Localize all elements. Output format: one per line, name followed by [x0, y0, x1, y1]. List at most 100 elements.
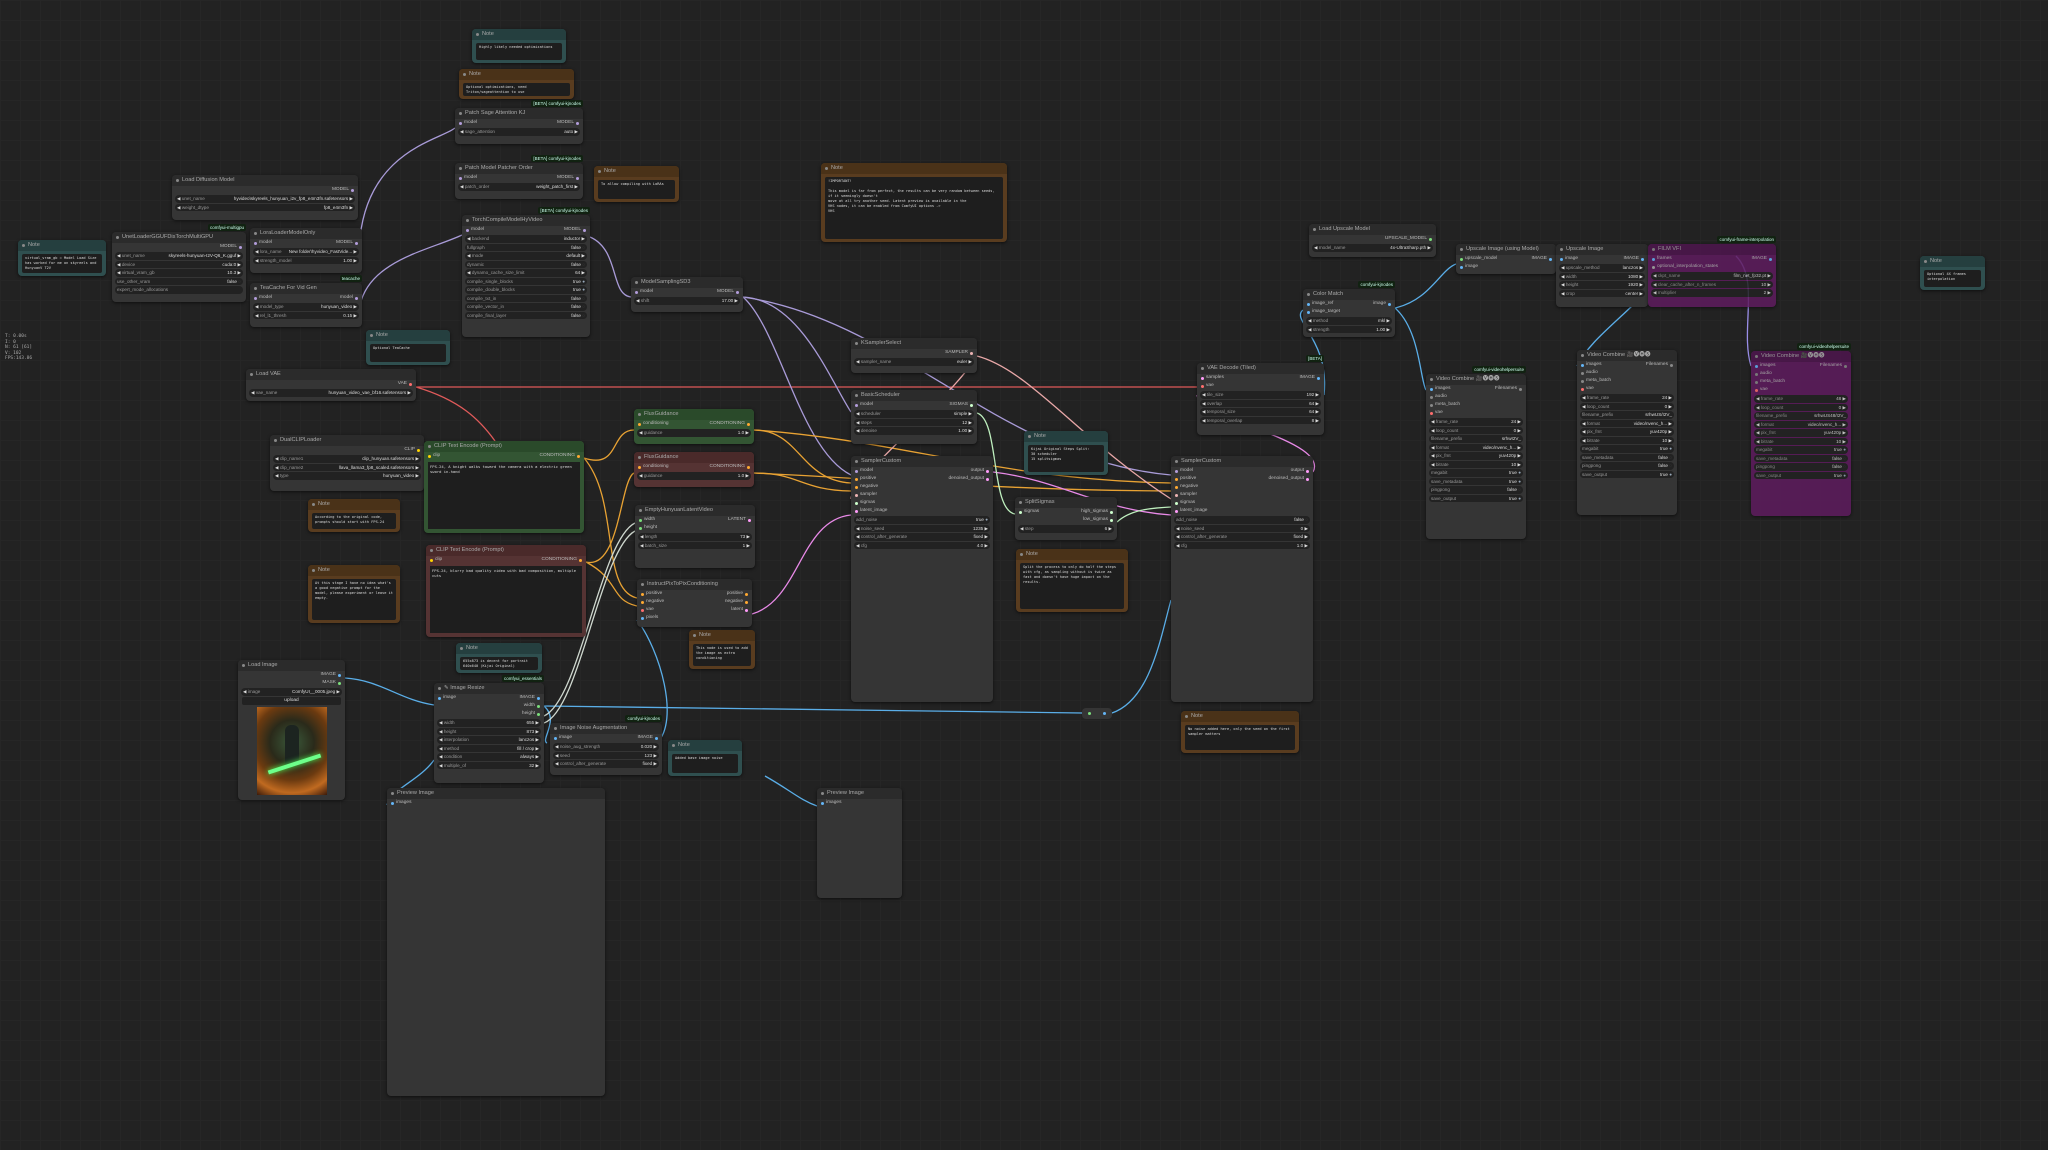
toggle-icon[interactable]: ● [1841, 472, 1846, 478]
note-node[interactable]: Note!IMPORTANT! This model is far from p… [821, 163, 1007, 242]
toggle-icon[interactable]: ○ [580, 295, 585, 301]
node-title[interactable]: Image Noise Augmentation [550, 723, 662, 734]
widget-expert-mode-allocations[interactable]: expert_mode_allocations [115, 286, 243, 294]
input-slot[interactable]: images [821, 799, 841, 807]
decrement-arrow-icon[interactable]: ◀ [117, 270, 122, 275]
output-slot[interactable]: MASK [321, 679, 341, 687]
note-text[interactable]: According to the original code, prompts … [312, 513, 396, 529]
output-slot[interactable]: CONDITIONING [540, 452, 580, 460]
output-dot[interactable] [355, 296, 358, 300]
increment-arrow-icon[interactable]: ▶ [580, 270, 585, 275]
node-title[interactable]: DualCLIPLoader [270, 435, 424, 446]
input-dot[interactable] [1430, 403, 1433, 407]
input-slot[interactable]: vae [641, 606, 664, 614]
decrement-arrow-icon[interactable]: ◀ [555, 752, 560, 758]
input-slot[interactable]: conditioning [638, 463, 669, 471]
decrement-arrow-icon[interactable]: ◀ [1653, 281, 1658, 287]
note-text[interactable]: Kijai Original Steps Split: 30 scheduler… [1028, 445, 1104, 472]
input-dot[interactable] [855, 477, 858, 481]
output-slot[interactable]: model [340, 294, 358, 302]
node-title[interactable]: Load VAE [246, 369, 416, 380]
node-title[interactable]: Video Combine 🎥🅥🅗🅢 [1751, 351, 1851, 362]
input-dot[interactable] [1201, 384, 1204, 388]
output-slot[interactable]: IMAGE [321, 671, 341, 679]
node-title[interactable]: Patch Model Patcher Order [455, 163, 583, 174]
decrement-arrow-icon[interactable]: ◀ [460, 184, 465, 189]
node-title[interactable]: Note [594, 166, 679, 177]
input-dot[interactable] [855, 501, 858, 505]
increment-arrow-icon[interactable]: ▶ [1107, 526, 1112, 531]
toggle-icon[interactable]: ● [580, 287, 585, 292]
toggle-icon[interactable]: ○ [1841, 455, 1846, 461]
node-title[interactable]: Patch Sage Attention KJ [455, 108, 583, 119]
input-dot[interactable] [428, 454, 431, 458]
output-slot[interactable]: MODEL [564, 226, 586, 234]
increment-arrow-icon[interactable]: ▶ [1667, 437, 1672, 443]
node-title[interactable]: Note [459, 69, 574, 80]
increment-arrow-icon[interactable]: ▶ [352, 304, 357, 309]
increment-arrow-icon[interactable]: ▶ [1638, 273, 1643, 279]
input-slot[interactable]: image_ref [1307, 300, 1340, 308]
toggle-icon[interactable]: ● [1841, 447, 1846, 452]
decrement-arrow-icon[interactable]: ◀ [1582, 403, 1587, 409]
node-title[interactable]: InstructPixToPixConditioning [637, 579, 752, 590]
input-slot[interactable]: meta_batch [1755, 378, 1785, 386]
input-dot[interactable] [254, 296, 257, 300]
increment-arrow-icon[interactable]: ▶ [745, 534, 750, 539]
input-dot[interactable] [821, 801, 824, 805]
input-slot[interactable]: image_target [1307, 308, 1340, 316]
decrement-arrow-icon[interactable]: ◀ [639, 473, 644, 478]
decrement-arrow-icon[interactable]: ◀ [1756, 438, 1761, 444]
input-dot[interactable] [638, 422, 641, 426]
output-dot[interactable] [537, 712, 540, 716]
output-slot[interactable]: MODEL [717, 288, 739, 296]
input-slot[interactable]: sigmas [1019, 508, 1039, 516]
input-dot[interactable] [254, 241, 257, 245]
increment-arrow-icon[interactable]: ▶ [1314, 392, 1319, 397]
output-slot[interactable]: low_sigmas [1081, 516, 1113, 524]
increment-arrow-icon[interactable]: ▶ [967, 419, 972, 425]
node-title[interactable]: Video Combine 🎥🅥🅗🅢 [1426, 374, 1526, 385]
output-dot[interactable] [576, 176, 579, 180]
input-slot[interactable]: conditioning [638, 420, 669, 428]
note-text[interactable]: Highly likely needed optimizations [476, 43, 562, 60]
decrement-arrow-icon[interactable]: ◀ [856, 542, 861, 548]
input-slot[interactable]: meta_batch [1581, 377, 1611, 385]
input-slot[interactable]: positive [641, 590, 664, 598]
output-slot[interactable]: high_sigmas [1081, 508, 1113, 516]
decrement-arrow-icon[interactable]: ◀ [1431, 419, 1436, 424]
input-dot[interactable] [1460, 257, 1463, 261]
increment-arrow-icon[interactable]: ▶ [348, 204, 353, 210]
node-title[interactable]: Note [308, 565, 400, 576]
output-dot[interactable] [986, 477, 989, 481]
decrement-arrow-icon[interactable]: ◀ [1561, 265, 1566, 270]
output-dot[interactable] [417, 448, 420, 452]
